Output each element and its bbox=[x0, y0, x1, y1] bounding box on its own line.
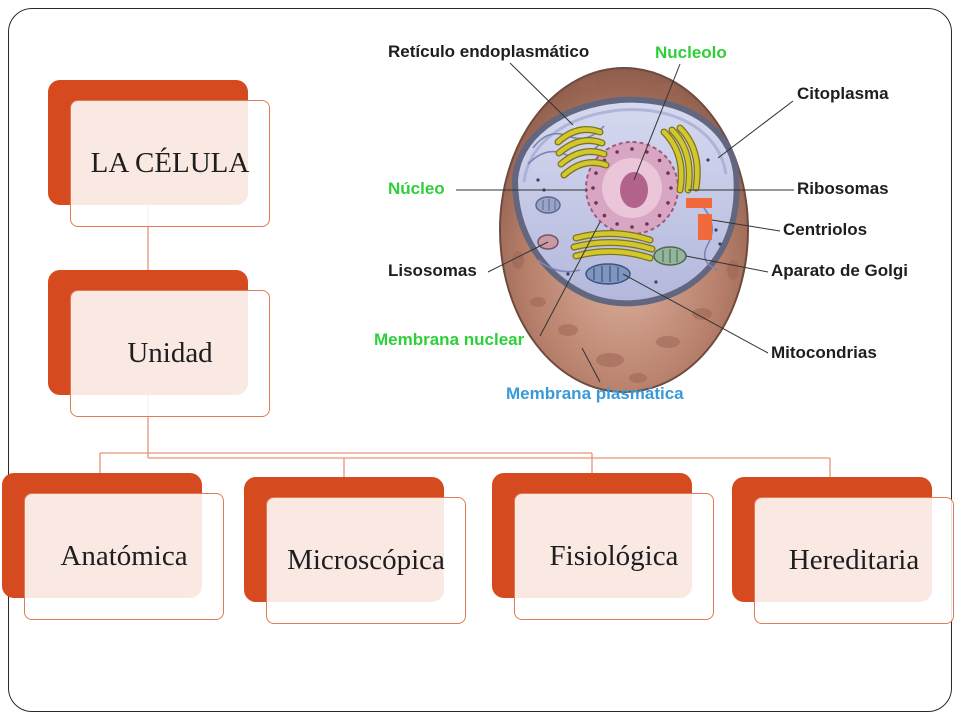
texture-blotch bbox=[530, 297, 546, 307]
label-nucleolo: Nucleolo bbox=[655, 43, 727, 62]
leader-line-mitocondrias bbox=[622, 273, 769, 354]
nuclear-pore-dot bbox=[657, 213, 662, 218]
ribosome-dot bbox=[536, 178, 540, 182]
nuclear-pore-dot bbox=[669, 186, 673, 190]
texture-blotch bbox=[629, 373, 647, 383]
leader-line-membrana-plasmatica bbox=[581, 347, 601, 383]
mitochondrion-cristae bbox=[662, 249, 678, 263]
nuclear-pore-dot bbox=[630, 225, 634, 229]
nucleolus bbox=[620, 172, 648, 208]
mitochondrion-cristae bbox=[542, 199, 556, 211]
leader-line-membrana-nuclear bbox=[539, 221, 601, 337]
node-front-card: Fisiológica bbox=[514, 493, 714, 620]
node-hereditaria: Hereditaria bbox=[732, 477, 954, 624]
ribosome-dot bbox=[714, 228, 718, 232]
label-citoplasma: Citoplasma bbox=[797, 84, 889, 103]
node-front-card: Hereditaria bbox=[754, 497, 954, 624]
nuclear-pore-dot bbox=[645, 222, 649, 226]
node-label: Fisiológica bbox=[549, 540, 679, 572]
golgi-right bbox=[661, 125, 700, 193]
golgi-cisterna bbox=[677, 125, 700, 191]
golgi-cisterna bbox=[558, 149, 607, 167]
mitochondrion-2 bbox=[585, 263, 631, 285]
ribosome-dot bbox=[718, 242, 722, 246]
node-label: Microscópica bbox=[287, 544, 445, 576]
nuclear-pore-dot bbox=[666, 171, 670, 175]
nuclear-pore-dot bbox=[666, 201, 670, 205]
node-fisiologica: Fisiológica bbox=[492, 473, 714, 620]
leader-line-nucleolo bbox=[633, 63, 681, 181]
nuclear-pore-dot bbox=[602, 213, 607, 218]
slide-frame bbox=[8, 8, 952, 712]
label-ribosomas: Ribosomas bbox=[797, 179, 889, 198]
texture-blotch bbox=[692, 308, 712, 320]
nuclear-pore-dot bbox=[615, 222, 619, 226]
nuclear-pore-dot bbox=[630, 147, 634, 151]
nuclear-pore-dot bbox=[594, 201, 598, 205]
leader-line-golgi bbox=[685, 255, 769, 273]
golgi-left bbox=[555, 127, 609, 178]
label-aparato-de-golgi: Aparato de Golgi bbox=[771, 261, 908, 280]
golgi-cisterna bbox=[661, 129, 684, 193]
node-label: LA CÉLULA bbox=[90, 147, 250, 179]
ribosome-dot bbox=[566, 272, 570, 276]
ribosome-dot bbox=[706, 158, 710, 162]
texture-blotch bbox=[512, 251, 524, 269]
texture-blotch bbox=[558, 324, 578, 336]
label-membrana-nuclear: Membrana nuclear bbox=[374, 330, 525, 349]
golgi-cisterna bbox=[669, 127, 692, 193]
node-la-celula: LA CÉLULA bbox=[48, 80, 270, 227]
texture-blotch bbox=[596, 353, 624, 367]
node-label: Anatómica bbox=[60, 540, 188, 572]
nuclear-pore-dot bbox=[615, 150, 619, 154]
mitochondrion-1 bbox=[535, 196, 561, 214]
label-membrana-plasmatica: Membrana plasmática bbox=[506, 384, 684, 403]
cell-diagram: Retículo endoplasmático Nucleolo Citopla… bbox=[374, 42, 908, 403]
centriole bbox=[698, 214, 712, 240]
label-reticulo-endoplasmatico: Retículo endoplasmático bbox=[388, 42, 589, 61]
cytoplasm-inner-wall bbox=[522, 108, 728, 183]
label-lisosomas: Lisosomas bbox=[388, 261, 477, 280]
node-front-card: Microscópica bbox=[266, 497, 466, 624]
golgi-cisterna bbox=[556, 138, 605, 156]
nuclear-pore-dot bbox=[645, 150, 649, 154]
label-centriolos: Centriolos bbox=[783, 220, 867, 239]
mitochondrion-cristae bbox=[593, 266, 619, 282]
golgi-cisterna bbox=[573, 231, 653, 243]
texture-blotch bbox=[727, 260, 739, 280]
golgi-cisterna bbox=[555, 127, 603, 145]
centriole bbox=[686, 198, 712, 208]
node-front-card: Unidad bbox=[70, 290, 270, 417]
node-microscopica: Microscópica bbox=[244, 477, 466, 624]
label-mitocondrias: Mitocondrias bbox=[771, 343, 877, 362]
leader-line-lisosomas bbox=[487, 241, 549, 273]
texture-blotch bbox=[659, 83, 677, 93]
nuclear-pore-dot bbox=[591, 186, 595, 190]
node-front-card: LA CÉLULA bbox=[70, 100, 270, 227]
node-label: Hereditaria bbox=[788, 544, 920, 576]
nuclear-pore-dot bbox=[594, 171, 598, 175]
golgi-cisterna bbox=[561, 160, 609, 178]
texture-blotch bbox=[656, 336, 680, 348]
leader-lines bbox=[456, 62, 794, 383]
mitochondrion-body bbox=[535, 196, 561, 214]
leader-line-citoplasma bbox=[717, 100, 794, 159]
label-nucleo: Núcleo bbox=[388, 179, 445, 198]
er-membrane bbox=[537, 259, 581, 273]
mitochondrion-body bbox=[585, 263, 631, 285]
leader-line-centriolos bbox=[711, 219, 781, 232]
leader-line-reticulo bbox=[509, 62, 574, 126]
nuclear-pore-dot bbox=[657, 158, 662, 163]
node-unidad: Unidad bbox=[48, 270, 270, 417]
mitochondrion-3 bbox=[653, 246, 687, 266]
golgi-cisterna bbox=[571, 240, 655, 252]
texture-blotch bbox=[578, 80, 598, 90]
ribosome-dot bbox=[654, 280, 658, 284]
node-front-card: Anatómica bbox=[24, 493, 224, 620]
node-anatomica: Anatómica bbox=[2, 473, 224, 620]
node-label: Unidad bbox=[127, 337, 213, 369]
